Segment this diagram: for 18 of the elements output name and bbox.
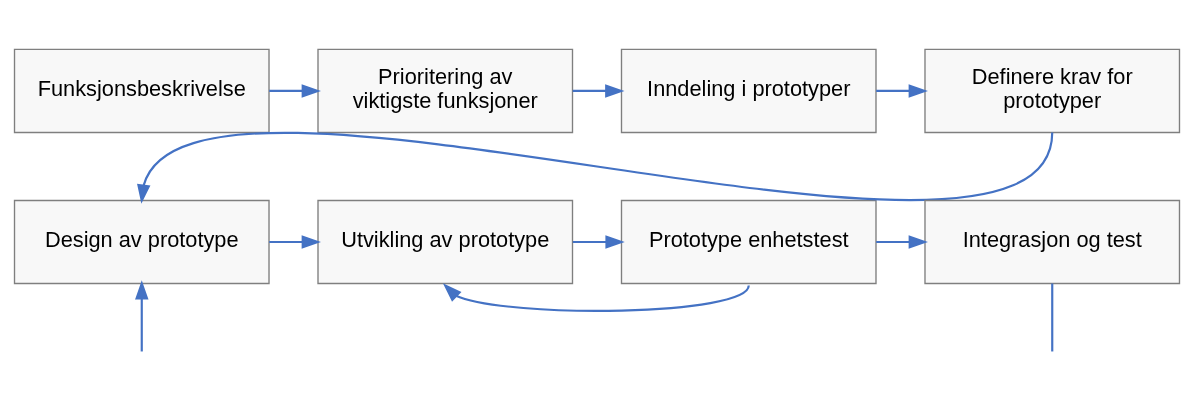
node-box: Inndeling i prototyper <box>620 48 877 134</box>
node-box: Funksjonsbeskrivelse <box>13 48 270 134</box>
node-box: Design av prototype <box>13 199 270 285</box>
arrow <box>572 235 625 249</box>
arrow <box>876 235 928 249</box>
node-box: Integrasjon og test <box>924 199 1181 285</box>
node-box: Prioritering av viktigste funksjoner <box>317 48 574 134</box>
node-box: Prototype enhetstest <box>620 199 877 285</box>
arrow <box>442 283 750 312</box>
arrow <box>269 84 321 98</box>
arrow <box>137 132 1054 204</box>
node-box: Definere krav for prototyper <box>924 48 1181 134</box>
connector <box>1051 283 1054 352</box>
node-box: Utvikling av prototype <box>317 199 574 285</box>
arrow <box>135 280 149 352</box>
arrow <box>876 84 928 98</box>
arrow <box>269 235 321 249</box>
arrow <box>572 84 625 98</box>
